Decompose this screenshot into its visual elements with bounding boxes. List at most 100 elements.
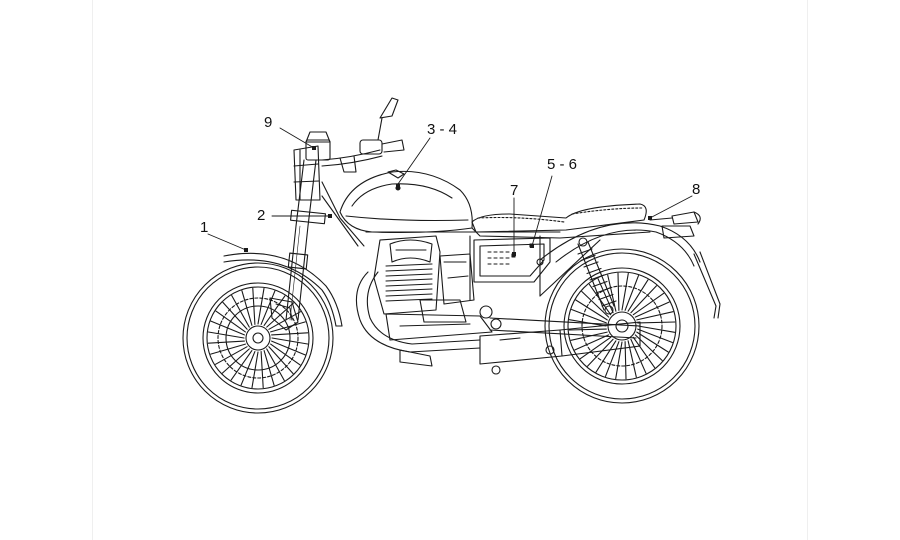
wheel-spoke — [632, 336, 656, 369]
wheel-spoke — [266, 302, 295, 328]
wheel-spoke — [607, 274, 617, 312]
engine-fin — [385, 298, 433, 302]
swingarm — [489, 317, 641, 375]
wheel-spoke — [222, 301, 248, 330]
wheel-spoke — [586, 338, 614, 367]
shock-coil — [583, 261, 599, 268]
wheel-spoke — [268, 346, 294, 375]
wheel-spoke — [597, 278, 614, 314]
wheel-spoke — [231, 294, 250, 328]
rear-wheel — [544, 248, 700, 404]
wheel-spoke — [624, 341, 627, 380]
frame-right-edge — [807, 0, 808, 540]
wheel-spoke — [263, 295, 286, 326]
leader-lines — [207, 127, 693, 255]
engine-fin — [385, 293, 433, 297]
wheel-spoke — [221, 348, 250, 374]
wheel-spoke — [630, 285, 658, 314]
wheel-spoke — [266, 348, 285, 382]
front-fork — [285, 159, 326, 321]
leader-line-3-4 — [397, 137, 431, 185]
wheel-spoke — [634, 301, 670, 318]
wheel-spoke — [271, 340, 306, 356]
wheel-spoke — [257, 287, 265, 325]
front-brake-caliper-detail — [275, 303, 293, 321]
wheel-spoke — [615, 341, 623, 380]
wheel-spoke — [240, 351, 256, 386]
wheel-spoke — [604, 341, 620, 377]
engine-fin — [385, 268, 433, 272]
wheel-spoke — [624, 275, 640, 311]
wheel-spoke — [581, 290, 610, 318]
callout-2: 2 — [257, 207, 266, 224]
wheel-spoke — [260, 290, 276, 325]
front-wheel — [182, 262, 334, 414]
seat — [471, 203, 647, 233]
wheel-spoke — [252, 287, 256, 325]
wheel-spoke — [632, 292, 665, 316]
wheel-spoke — [207, 331, 245, 339]
wheel-spoke — [568, 319, 607, 327]
wheel-spoke — [637, 328, 673, 344]
wheel-spoke — [630, 338, 647, 374]
engine-fin — [385, 283, 433, 287]
wheel-spoke — [588, 283, 612, 316]
wheel-spoke — [270, 321, 306, 333]
wheel-spoke — [263, 350, 275, 386]
leader-markers — [244, 146, 652, 256]
headlight — [293, 131, 331, 201]
callout-3-4: 3 - 4 — [427, 121, 458, 138]
callout-5-6: 5 - 6 — [547, 156, 578, 173]
side-panel — [473, 237, 551, 283]
wheel-spoke — [230, 350, 253, 381]
leader-line-1 — [207, 233, 247, 251]
wheel-spoke — [637, 325, 676, 333]
leader-line-5-6 — [531, 175, 553, 247]
wheel-spoke — [595, 340, 617, 373]
fuel-tank — [339, 169, 473, 234]
wheel-spoke — [271, 332, 309, 336]
shock-coil — [586, 267, 602, 275]
rear-wheel-spokes — [568, 272, 676, 380]
wheel-spoke — [570, 331, 608, 341]
callout-1: 1 — [200, 219, 209, 236]
wheel-spoke — [210, 320, 245, 336]
front-wheel-spokes — [207, 287, 309, 389]
wheel-spoke — [260, 351, 264, 389]
taillight — [649, 211, 701, 225]
frame-left-edge — [92, 0, 93, 540]
engine-fin — [385, 273, 433, 277]
wheel-spoke — [270, 343, 301, 366]
wheel-spoke — [571, 308, 607, 324]
wheel-spoke — [214, 346, 248, 365]
engine-fin — [385, 278, 433, 282]
wheel-spoke — [574, 334, 610, 351]
leader-line-8 — [649, 195, 693, 219]
shock-coil — [577, 248, 593, 255]
wheel-spoke — [636, 331, 669, 353]
wheel-spoke — [207, 340, 245, 344]
wheel-spoke — [251, 351, 259, 389]
callout-7: 7 — [510, 182, 519, 199]
handlebar-assembly — [321, 97, 405, 173]
engine-fin — [385, 263, 433, 267]
rear-fender — [539, 222, 721, 319]
leader-line-9 — [279, 127, 315, 149]
wheel-spoke — [210, 343, 246, 355]
wheel-spoke — [617, 272, 620, 311]
wheel-spoke — [575, 299, 608, 321]
wheel-spoke — [241, 290, 253, 326]
wheel-spoke — [637, 321, 676, 324]
wheel-spoke — [579, 336, 612, 360]
callout-9: 9 — [264, 114, 273, 131]
callout-8: 8 — [692, 181, 701, 198]
wheel-spoke — [621, 272, 629, 311]
wheel-spoke — [215, 310, 246, 333]
wheel-spoke — [627, 279, 649, 312]
front-fender — [223, 252, 343, 327]
wheel-spoke — [568, 328, 607, 331]
wheel-spoke — [271, 337, 309, 345]
wheel-spoke — [636, 311, 674, 321]
